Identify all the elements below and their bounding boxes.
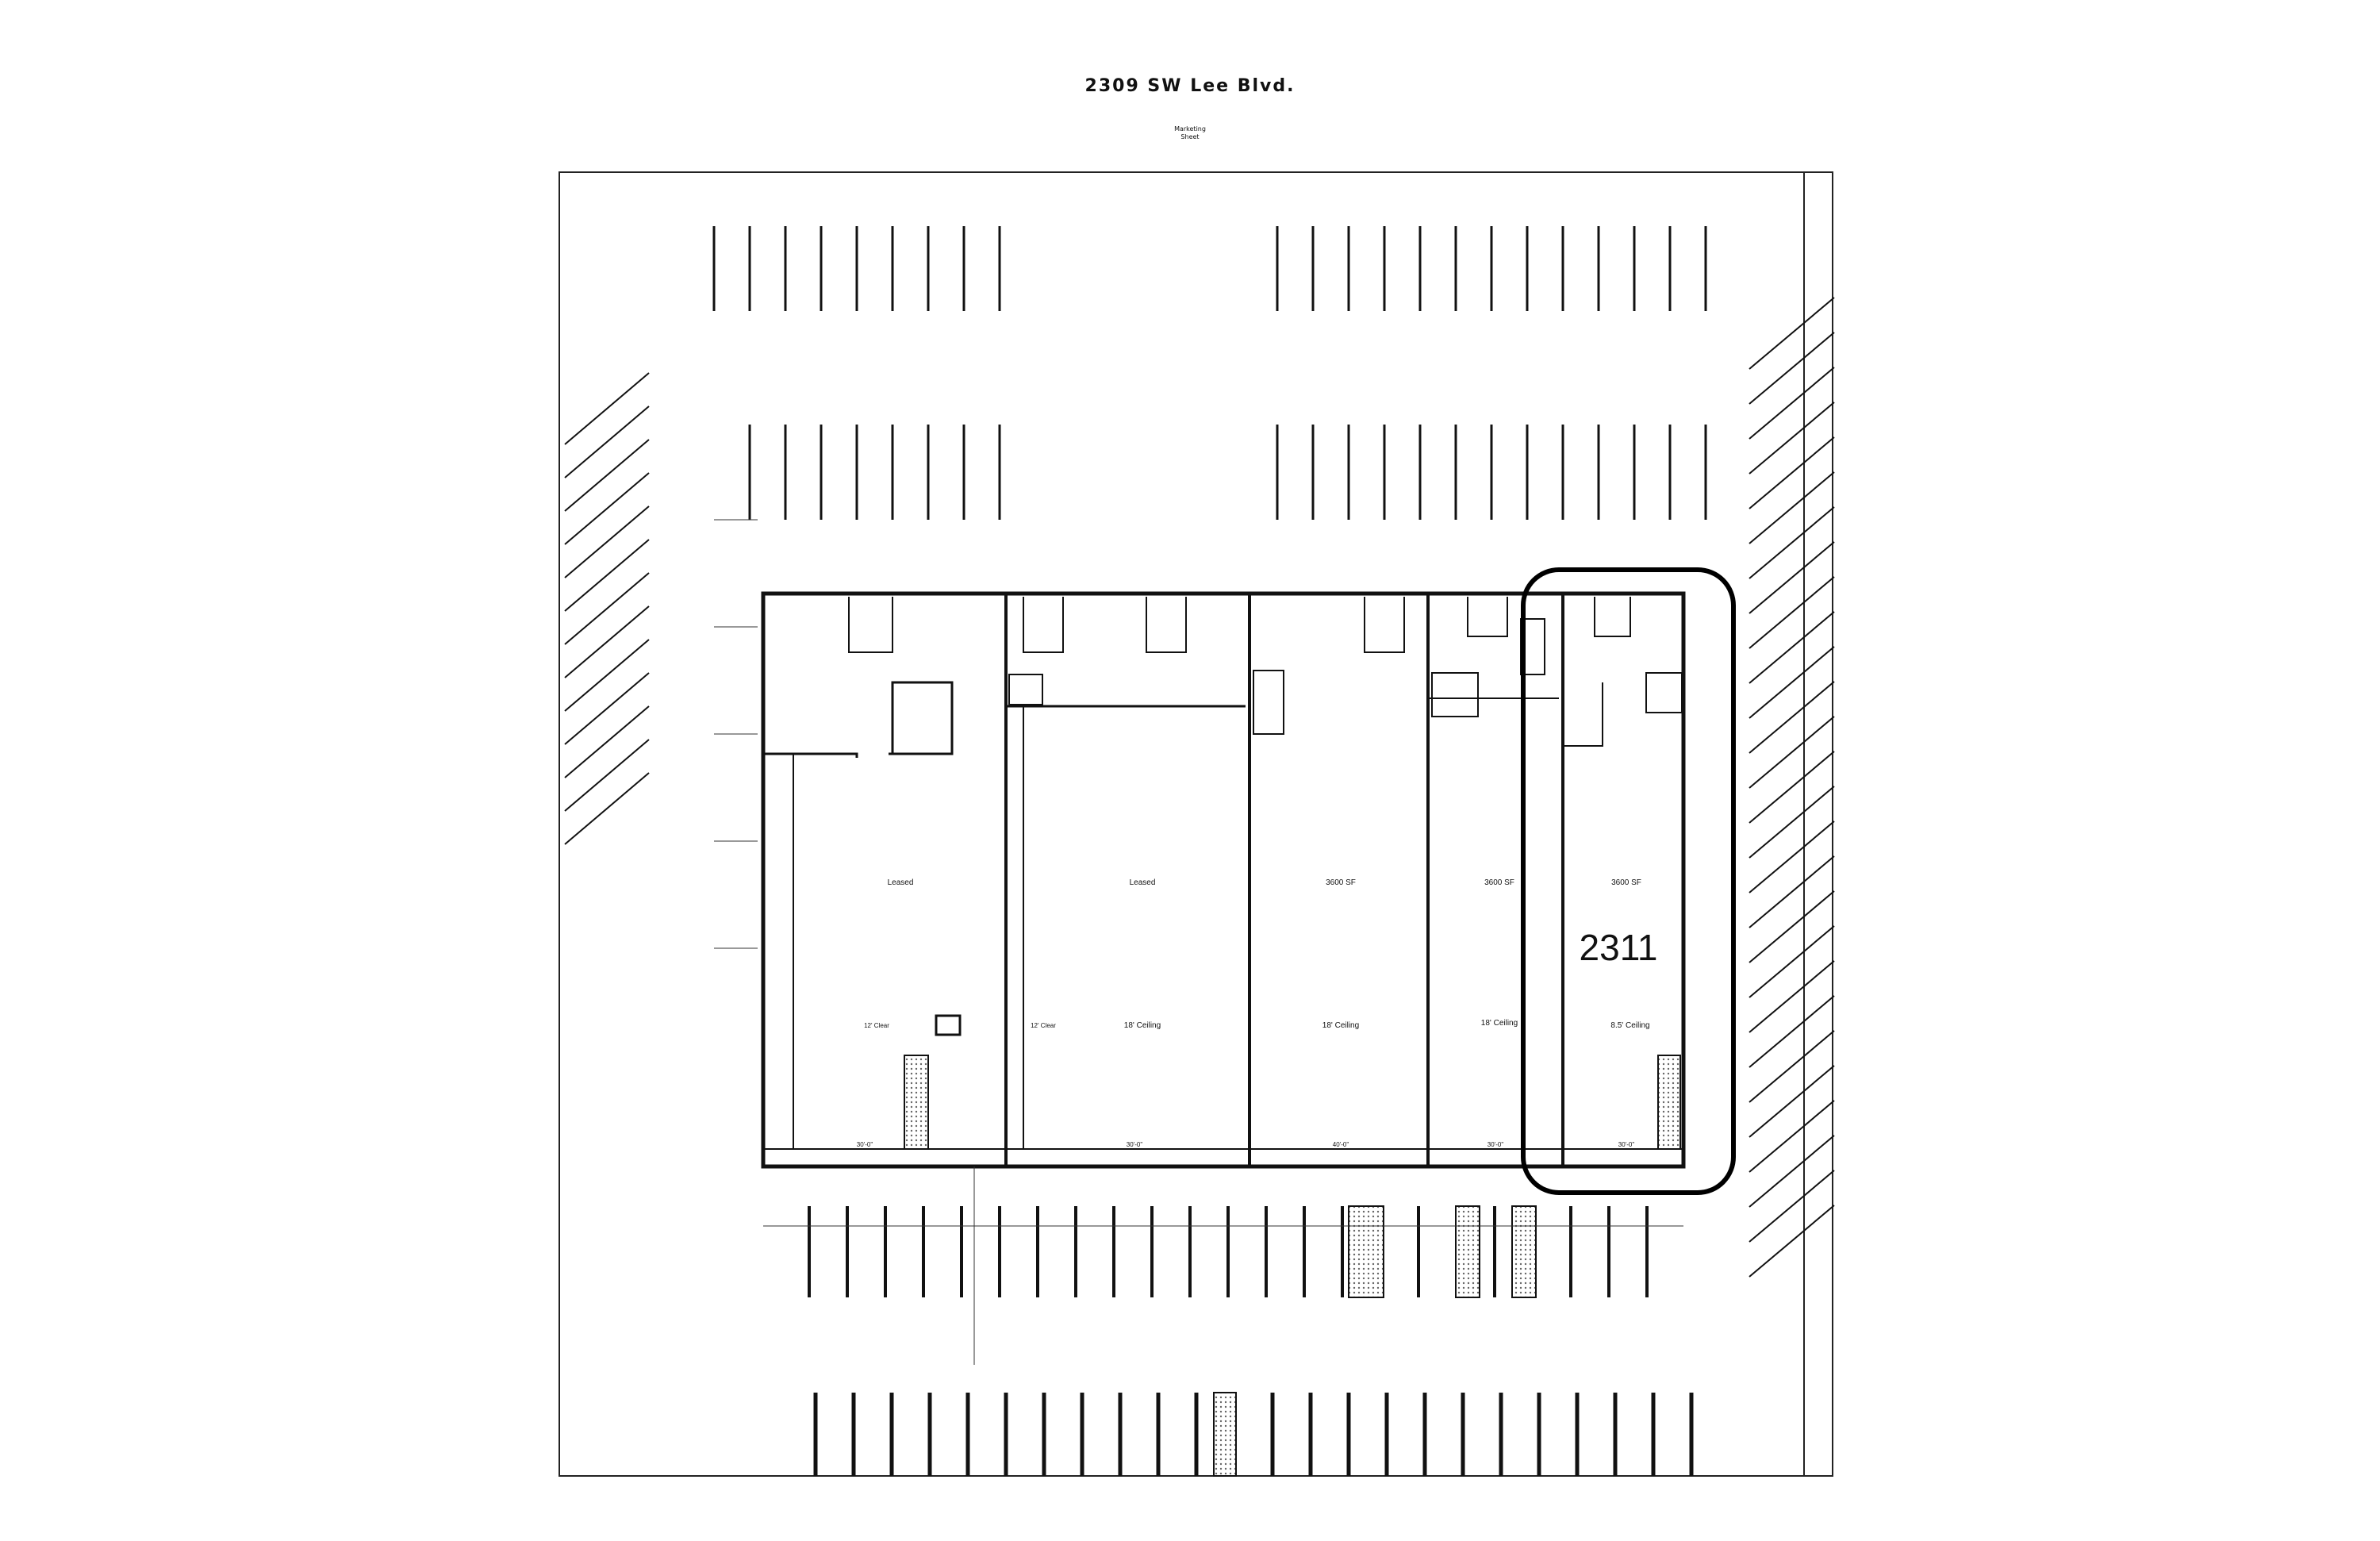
unit-5-note: 8.5' Ceiling xyxy=(1610,1021,1649,1030)
accessible-stall-4 xyxy=(1213,1392,1237,1477)
restroom-unit5 xyxy=(1645,672,1683,713)
diagonal-right-stripe xyxy=(1749,1030,1835,1103)
stair-unit1 xyxy=(904,1055,929,1150)
unit-labels: Leased 12' Clear Leased 18' Ceiling 12' … xyxy=(857,878,1658,1148)
diagonal-right-stripe xyxy=(1749,611,1835,684)
frontage-label-3: 40'-0" xyxy=(1333,1141,1349,1148)
unit-3-note: 18' Ceiling xyxy=(1322,1021,1359,1030)
plan-address: 2309 SW Lee Blvd. xyxy=(1084,76,1296,96)
frontage-label-5: 30'-0" xyxy=(1618,1141,1635,1148)
plan-subtitle-line2: Sheet xyxy=(1180,133,1200,140)
diagonal-right-stripe xyxy=(1749,925,1835,998)
diagonal-left-stripe xyxy=(564,372,650,445)
diagonal-right-stripe xyxy=(1749,1170,1835,1243)
diagonal-left-stripe xyxy=(564,605,650,678)
office-wall-unit1 xyxy=(763,752,858,758)
frontage-label-1: 30'-0" xyxy=(857,1141,873,1148)
building-outline xyxy=(761,591,1686,1169)
diagonal-right-stripe xyxy=(1749,855,1835,928)
diagonal-right-stripe xyxy=(1749,436,1835,509)
diagonal-right-stripe xyxy=(1749,332,1835,405)
diagonal-right-stripe xyxy=(1749,1205,1835,1278)
property-boundary xyxy=(559,171,1833,1477)
restroom-unit2 xyxy=(1008,674,1043,705)
office-wall-unit1b xyxy=(889,681,954,755)
diagonal-right-stripe xyxy=(1749,506,1835,579)
diagonal-left-stripe xyxy=(564,772,650,845)
dimension-lines xyxy=(714,519,1683,1365)
electrical-panel xyxy=(935,1014,962,1036)
diagonal-right-stripe xyxy=(1749,960,1835,1033)
plan-subtitle-line1: Marketing xyxy=(1174,125,1206,133)
unit-4-label: 3600 SF xyxy=(1484,878,1514,887)
unit-number-2311: 2311 xyxy=(1580,927,1658,968)
diagonal-left-stripe xyxy=(564,405,650,478)
unit-1-label: Leased xyxy=(888,878,914,887)
diagonal-right-stripe xyxy=(1749,1100,1835,1173)
unit-2-extra: 12' Clear xyxy=(1031,1022,1056,1029)
diagonal-right-stripe xyxy=(1749,576,1835,649)
diagonal-left-stripe xyxy=(564,672,650,745)
unit-4-note: 18' Ceiling xyxy=(1481,1019,1518,1028)
office-wall-unit5 xyxy=(1563,682,1603,747)
diagonal-right-stripe xyxy=(1749,471,1835,544)
parking-stalls xyxy=(712,226,1707,1477)
diagonal-left-stripe xyxy=(564,505,650,578)
diagonal-right-stripe xyxy=(1749,751,1835,824)
unit-2-label: Leased xyxy=(1130,878,1156,887)
frontage-label-4: 30'-0" xyxy=(1488,1141,1504,1148)
accessible-stall-1 xyxy=(1348,1205,1384,1298)
diagonal-left-stripe xyxy=(564,572,650,645)
diagonal-right-stripe xyxy=(1749,681,1835,754)
diagonal-right-stripe xyxy=(1749,890,1835,963)
accessible-stall-3 xyxy=(1511,1205,1537,1298)
rear-doors xyxy=(848,597,1631,653)
restroom-unit3 xyxy=(1253,670,1284,735)
accessible-stall-2 xyxy=(1455,1205,1480,1298)
diagonal-left-stripe xyxy=(564,705,650,778)
restroom-unit4 xyxy=(1431,672,1479,717)
diagonal-right-stripe xyxy=(1749,995,1835,1068)
unit-3-label: 3600 SF xyxy=(1326,878,1356,887)
unit-5-label: 3600 SF xyxy=(1611,878,1641,887)
diagonal-right-stripe xyxy=(1749,367,1835,440)
diagonal-left-stripe xyxy=(564,739,650,812)
plan-subtitle: Marketing Sheet xyxy=(0,125,2380,141)
diagonal-left-stripe xyxy=(564,472,650,545)
diagonal-right-stripe xyxy=(1749,786,1835,859)
diagonal-right-stripe xyxy=(1749,541,1835,614)
unit-2-note: 18' Ceiling xyxy=(1124,1021,1161,1030)
building xyxy=(761,591,1686,1169)
diagonal-left-stripe xyxy=(564,439,650,512)
unit-1-extra: 12' Clear xyxy=(864,1022,889,1029)
diagonal-right-stripe xyxy=(1749,402,1835,475)
stair-unit5 xyxy=(1657,1055,1681,1150)
diagonal-left-stripe xyxy=(564,539,650,612)
diagonal-right-stripe xyxy=(1749,716,1835,789)
diagonal-right-stripe xyxy=(1749,1135,1835,1208)
frontage-label-2: 30'-0" xyxy=(1127,1141,1143,1148)
diagonal-left-stripe xyxy=(564,639,650,712)
diagonal-right-stripe xyxy=(1749,820,1835,893)
diagonal-right-stripe xyxy=(1749,1065,1835,1138)
highlight-outline xyxy=(1521,567,1736,1195)
diagonal-right-stripe xyxy=(1749,646,1835,719)
diagonal-parking xyxy=(564,297,1835,1278)
diagonal-right-stripe xyxy=(1749,297,1835,370)
